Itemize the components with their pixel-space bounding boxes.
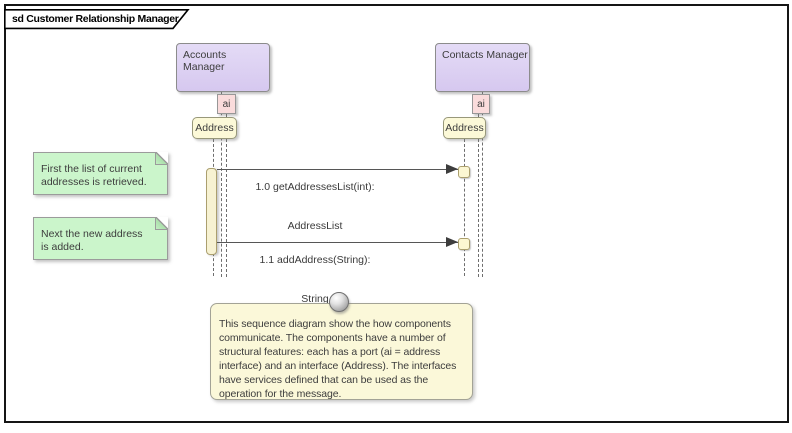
port-accounts-ai-label: ai	[222, 99, 231, 110]
activation-bar[interactable]	[206, 168, 217, 255]
lifeline-accounts-component	[221, 92, 222, 277]
message-1-endpoint[interactable]	[458, 166, 470, 178]
port-accounts-ai[interactable]: ai	[217, 94, 236, 114]
frame-title: sd Customer Relationship Manager	[12, 13, 179, 25]
message-1-arrowhead-icon	[446, 164, 458, 174]
message-2-call: 1.1 addAddress(String):	[259, 254, 371, 266]
note-anchor-ball-icon	[329, 292, 349, 312]
message-1-label[interactable]: 1.0 getAddressesList(int): AddressList	[195, 155, 435, 259]
message-2-result: String	[301, 293, 329, 305]
component-accounts-manager[interactable]: Accounts Manager	[176, 43, 270, 92]
diagram-frame	[4, 4, 789, 423]
lifeline-contacts-port	[478, 114, 479, 277]
message-1-call: 1.0 getAddressesList(int):	[255, 181, 375, 193]
lifeline-accounts-port	[226, 114, 227, 277]
port-contacts-ai-label: ai	[477, 99, 485, 110]
message-2-endpoint[interactable]	[458, 238, 470, 250]
interface-accounts-address-label: Address	[195, 122, 234, 134]
note-next-address-text: Next the new address is added.	[41, 228, 143, 253]
component-accounts-manager-label: Accounts Manager	[183, 49, 227, 73]
message-2-label[interactable]: 1.1 addAddress(String): String	[195, 228, 435, 332]
description-note-text: This sequence diagram show the how compo…	[219, 318, 457, 400]
note-first-addresses-text: First the list of current addresses is r…	[41, 163, 147, 188]
lifeline-contacts-interface	[464, 139, 465, 276]
message-2-arrowhead-icon	[446, 237, 458, 247]
note-fold-icon	[155, 217, 168, 230]
message-1-result: AddressList	[287, 220, 343, 232]
note-next-address[interactable]: Next the new address is added.	[33, 217, 168, 260]
interface-accounts-address[interactable]: Address	[192, 117, 237, 139]
message-2-line[interactable]	[217, 242, 458, 243]
description-note[interactable]: This sequence diagram show the how compo…	[210, 303, 473, 400]
interface-contacts-address-label: Address	[445, 122, 484, 134]
component-contacts-manager[interactable]: Contacts Manager	[435, 43, 530, 92]
message-1-line[interactable]	[217, 169, 458, 170]
note-first-addresses[interactable]: First the list of current addresses is r…	[33, 152, 168, 195]
component-contacts-manager-label: Contacts Manager	[442, 49, 528, 61]
note-fold-icon	[155, 152, 168, 165]
interface-contacts-address[interactable]: Address	[443, 117, 486, 139]
port-contacts-ai[interactable]: ai	[472, 94, 490, 114]
frame-label-pentagon	[4, 9, 190, 30]
lifeline-contacts-component	[482, 92, 483, 277]
